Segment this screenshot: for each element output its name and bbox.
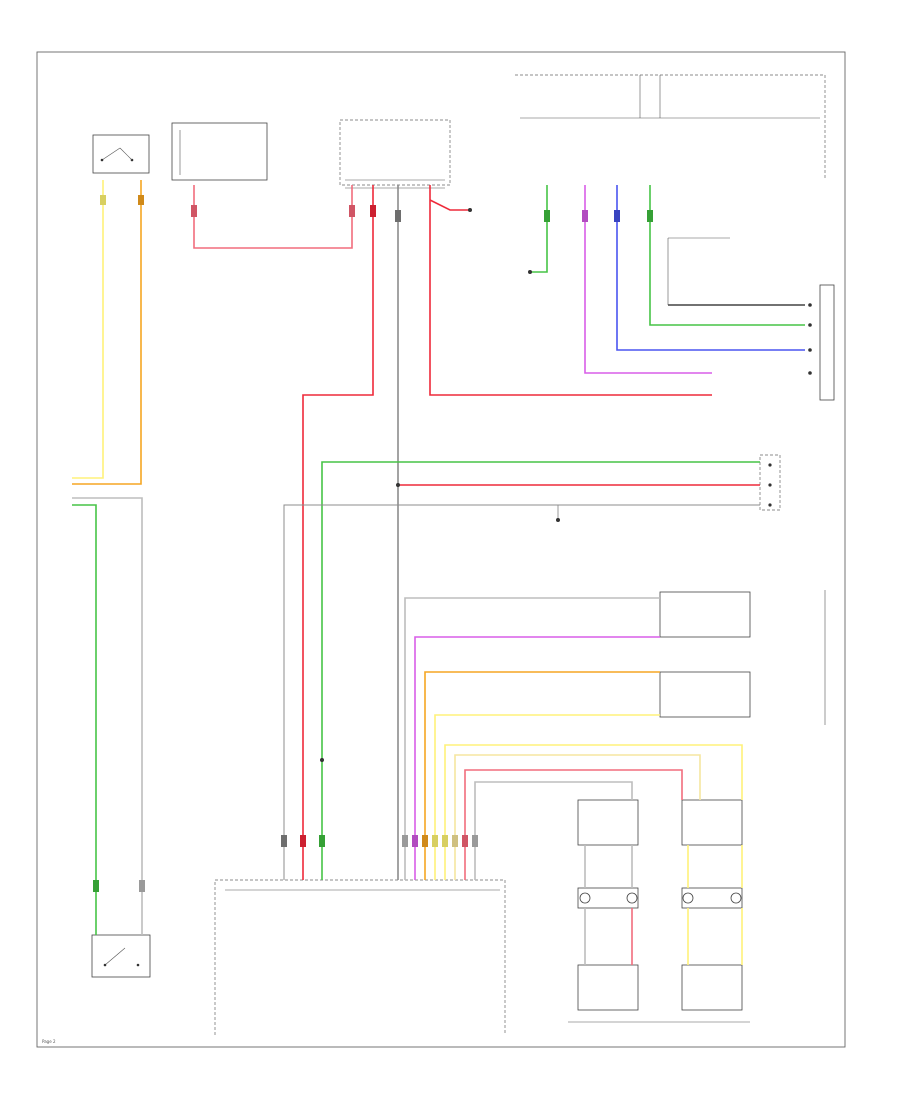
wire-lightyellow-sw xyxy=(454,754,701,880)
wire-lightgray-sb xyxy=(404,597,660,880)
diagram-frame xyxy=(36,51,846,1048)
wire-yellow-sb xyxy=(434,714,660,880)
wire-gray-left xyxy=(72,497,143,935)
wire-pink-sw xyxy=(464,769,683,880)
connector-marks xyxy=(93,195,653,892)
fuse-block-left xyxy=(171,122,268,181)
seat-position-sensor-top xyxy=(92,134,150,174)
wire-pink-top xyxy=(193,185,353,249)
wire-purple xyxy=(584,185,712,374)
wire-orange-sb xyxy=(424,671,660,880)
steering-wheel-switches xyxy=(568,799,750,1023)
wire-green-top xyxy=(530,185,548,273)
wire-yellow-sw xyxy=(444,744,743,880)
passenger-seatbelt-modules xyxy=(659,590,826,725)
main-control-module xyxy=(214,879,506,1035)
mid-right-connector xyxy=(557,454,781,520)
module-bracket-top-right xyxy=(515,74,826,180)
wire-orange-left xyxy=(72,180,142,485)
wire-green-right xyxy=(649,185,805,326)
wire-yellow-left xyxy=(72,180,104,479)
wire-green-mid xyxy=(321,461,760,880)
wire-red-1 xyxy=(302,185,374,880)
wire-gray-sw xyxy=(474,781,633,880)
wire-red-2 xyxy=(429,185,712,396)
wire-green-left xyxy=(72,504,97,935)
wire-blue xyxy=(616,185,805,351)
splice-points xyxy=(320,208,560,762)
center-connector-block xyxy=(339,119,451,189)
wires xyxy=(72,180,805,965)
wire-purple-sb xyxy=(414,636,660,880)
passenger-connector-block xyxy=(667,237,835,401)
corner-label: Page 2 xyxy=(42,1039,56,1044)
seat-position-sensor-bottom xyxy=(91,934,151,978)
wire-gray-mid xyxy=(283,504,760,880)
wire-red-3 xyxy=(429,199,470,211)
